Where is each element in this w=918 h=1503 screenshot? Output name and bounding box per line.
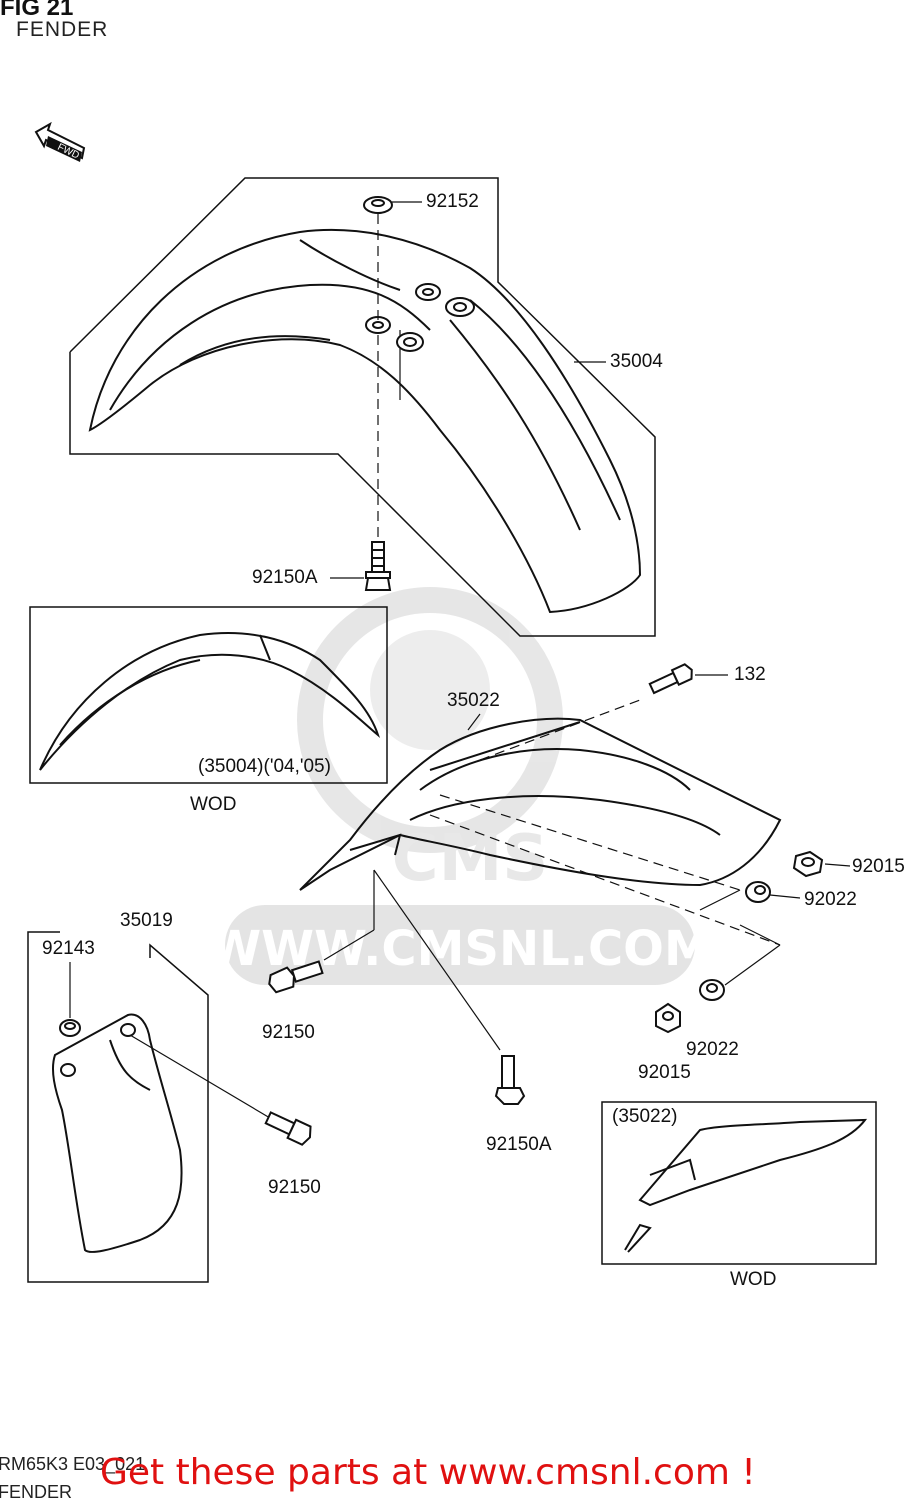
- rear-fender: [299, 717, 782, 891]
- part-label-35022[interactable]: 35022: [447, 690, 500, 711]
- bolt-92150a-bottom: [494, 1055, 526, 1105]
- front-fender-outline-box: [69, 177, 656, 637]
- watermark-url: WWW.CMSNL.COM: [208, 921, 712, 977]
- part-label-92143[interactable]: 92143: [42, 938, 95, 959]
- inset-rear-ref: (35022): [612, 1106, 678, 1127]
- part-label-132[interactable]: 132: [734, 664, 766, 685]
- part-label-92022-bottom[interactable]: 92022: [686, 1039, 739, 1060]
- mud-flap: [52, 1013, 183, 1253]
- nut-92015-right: [792, 850, 824, 878]
- part-label-92022-right[interactable]: 92022: [804, 889, 857, 910]
- bolt-132: [648, 663, 693, 695]
- part-label-35019[interactable]: 35019: [120, 910, 173, 931]
- part-label-92150-bottom[interactable]: 92150: [268, 1177, 321, 1198]
- part-label-92150a-bottom[interactable]: 92150A: [486, 1134, 552, 1155]
- watermark-cms: CMS: [392, 822, 549, 896]
- fwd-arrow-icon: FWD: [34, 121, 86, 162]
- bolt-92150-bottom: [264, 1111, 312, 1146]
- diagram-code: RM65K3 E03_021: [0, 1454, 146, 1474]
- part-label-92150a-top[interactable]: 92150A: [252, 567, 318, 588]
- inset-rear-label: WOD: [730, 1269, 777, 1290]
- watermark-logo: WWW.CMSNL.COM CMS: [208, 587, 712, 985]
- inset-front-fender: [29, 606, 388, 784]
- part-label-35004[interactable]: 35004: [610, 351, 663, 372]
- part-label-92150-mid[interactable]: 92150: [262, 1022, 315, 1043]
- washer-92152: [363, 196, 393, 214]
- figure-title: FIG 21: [0, 0, 74, 21]
- nut-92015-bottom: [655, 1002, 681, 1034]
- mud-flap-outline-box: [27, 931, 209, 1283]
- inset-rear-fender-shape: [624, 1118, 868, 1253]
- inset-front-ref: (35004)('04,'05): [198, 756, 331, 777]
- part-label-92015-bottom[interactable]: 92015: [638, 1062, 691, 1083]
- collar-92143: [59, 1019, 81, 1037]
- footer-name: FENDER: [0, 1482, 73, 1502]
- inset-rear-fender: [601, 1101, 877, 1265]
- bolt-92150-mid: [268, 960, 324, 994]
- part-label-92015-right[interactable]: 92015: [852, 856, 905, 877]
- fender-mount-holes: [365, 283, 475, 352]
- washer-92022-right: [745, 881, 771, 903]
- figure-subtitle: FENDER: [16, 18, 109, 41]
- part-label-92152[interactable]: 92152: [426, 191, 479, 212]
- cta-link[interactable]: Get these parts at www.cmsnl.com !: [100, 1452, 756, 1493]
- inset-front-label: WOD: [190, 794, 237, 815]
- washer-92022-bottom: [699, 979, 725, 1001]
- bolt-92150a-top: [364, 541, 392, 591]
- front-fender: [88, 229, 642, 614]
- inset-front-fender-shape: [39, 632, 381, 771]
- rear-fender-centerlines: [429, 699, 781, 946]
